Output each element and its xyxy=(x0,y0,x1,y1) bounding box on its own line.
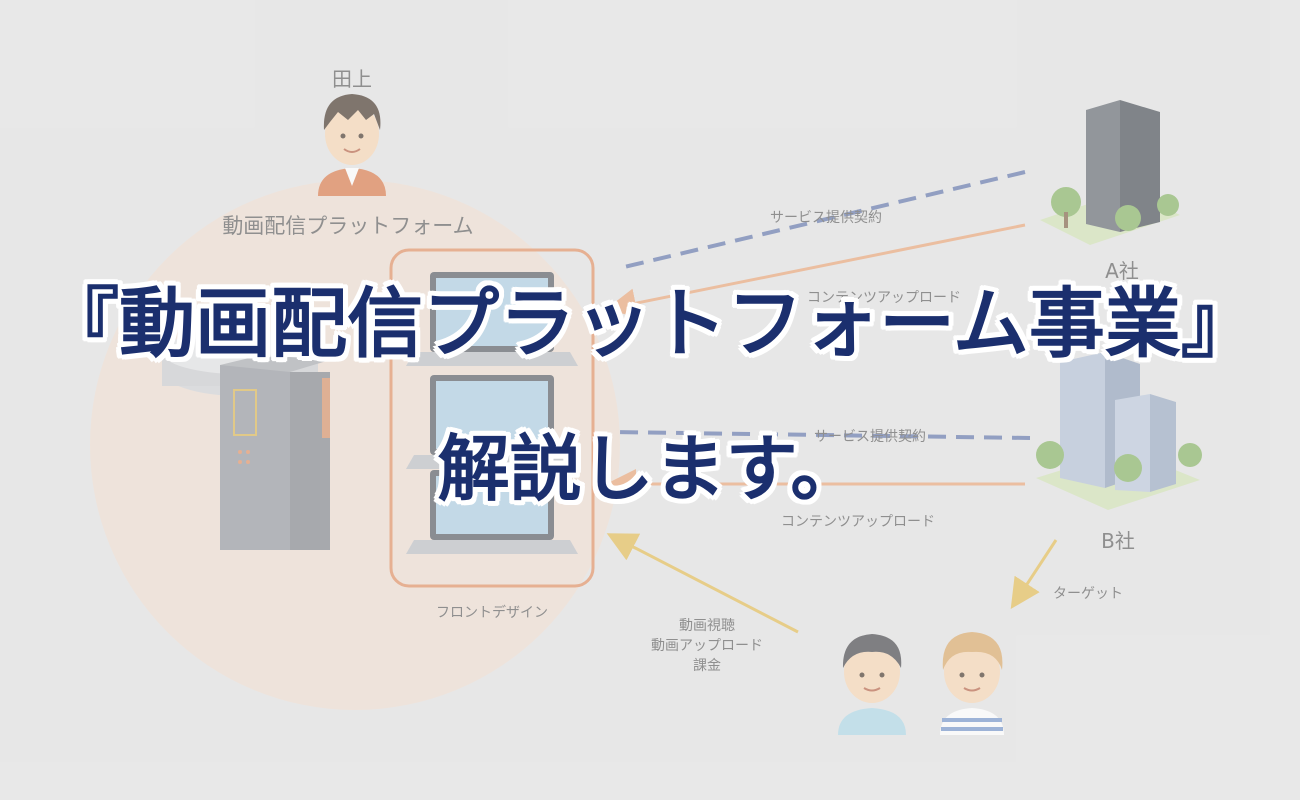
company-a-label: A社 xyxy=(1105,259,1139,283)
user-icon-2 xyxy=(940,632,1004,735)
front-design-label: フロントデザイン xyxy=(436,604,548,621)
user-action-3: 課金 xyxy=(693,658,721,674)
company-b-upload-label: コンテンツアップロード xyxy=(781,514,935,530)
person-tagami-label: 田上 xyxy=(332,67,372,91)
laptop-icon-top xyxy=(406,272,578,366)
company-b-contract-arrow xyxy=(611,430,1031,440)
laptop-icon-bottom xyxy=(406,470,578,554)
laptop-icon-middle xyxy=(406,375,578,469)
target-arrow xyxy=(1010,539,1058,610)
platform-label: 動画配信プラットフォーム xyxy=(222,214,473,238)
company-a-contract-label: サービス提供契約 xyxy=(770,210,882,226)
company-b-building-icon xyxy=(1036,352,1202,510)
user-action-arrow xyxy=(606,533,799,634)
company-a-building-icon xyxy=(1040,100,1180,245)
headline-subtitle: 解説します。 xyxy=(437,427,863,511)
front-design-box xyxy=(389,248,595,588)
user-icon-1 xyxy=(838,634,906,735)
headline-title: 『動画配信プラットフォーム事業』 xyxy=(43,279,1257,368)
company-a-upload-label: コンテンツアップロード xyxy=(807,290,961,306)
server-icon xyxy=(162,330,330,550)
user-action-2: 動画アップロード xyxy=(651,638,763,654)
company-b-contract-label: サービス提供契約 xyxy=(814,429,926,445)
company-a-upload-arrow xyxy=(606,223,1026,318)
user-action-1: 動画視聴 xyxy=(679,618,735,634)
company-a-contract-arrow xyxy=(619,170,1026,270)
company-b-label: B社 xyxy=(1101,529,1135,553)
target-label: ターゲット xyxy=(1053,586,1123,602)
person-tagami-icon xyxy=(318,94,386,196)
